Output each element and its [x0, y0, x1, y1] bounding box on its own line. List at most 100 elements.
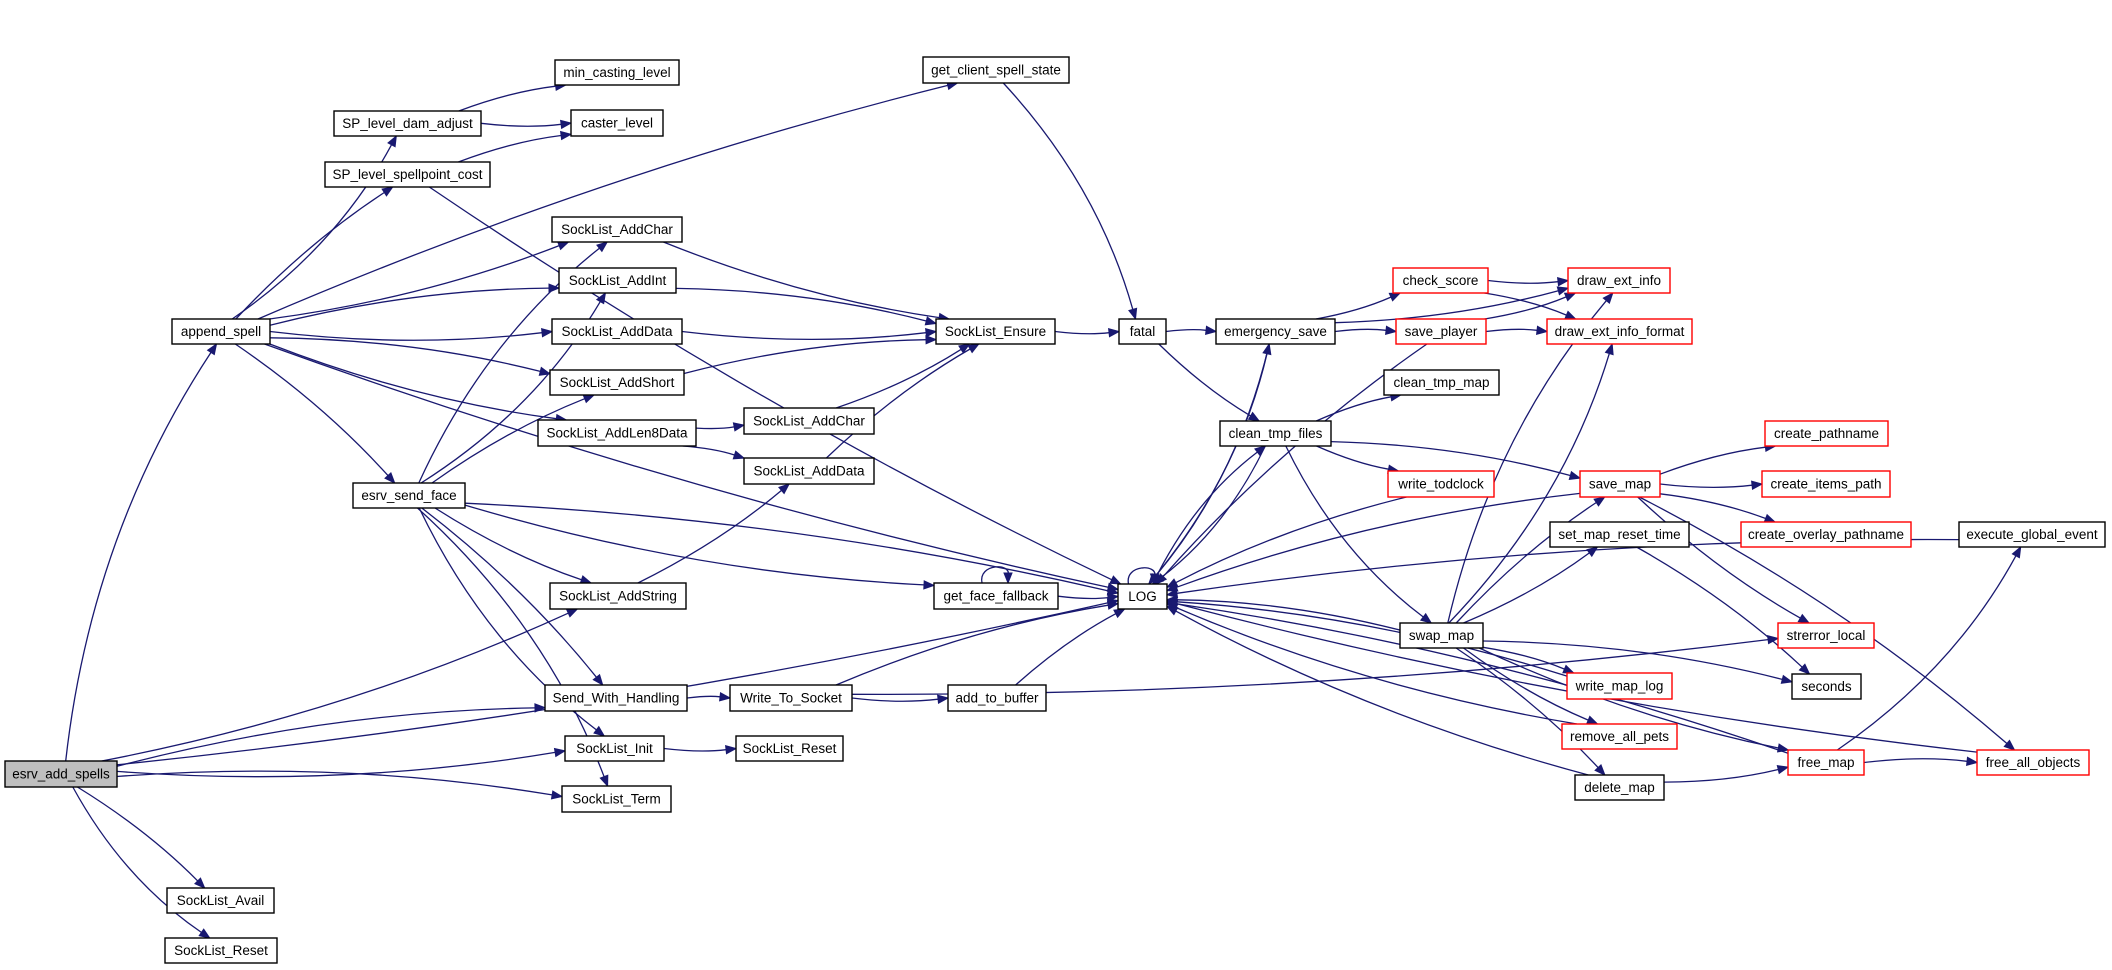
node-socklist-addstring[interactable]: SockList_AddString	[549, 582, 687, 610]
node-socklist-ensure[interactable]: SockList_Ensure	[935, 318, 1056, 345]
node-box[interactable]	[164, 937, 278, 964]
node-box[interactable]	[743, 457, 875, 485]
node-write-to-socket[interactable]: Write_To_Socket	[729, 684, 853, 712]
node-set-map-reset-time[interactable]: set_map_reset_time	[1549, 521, 1690, 548]
node-box[interactable]	[1579, 470, 1661, 498]
node-socklist-adddata-2[interactable]: SockList_AddData	[743, 457, 875, 485]
node-box[interactable]	[551, 216, 683, 243]
node-socklist-addlen8data[interactable]: SockList_AddLen8Data	[537, 419, 697, 447]
node-clean-tmp-files[interactable]: clean_tmp_files	[1219, 420, 1332, 447]
node-box[interactable]	[935, 318, 1056, 345]
node-box[interactable]	[551, 318, 683, 345]
node-get-client-spell-state[interactable]: get_client_spell_state	[922, 56, 1070, 84]
node-box[interactable]	[1117, 583, 1168, 610]
node-box[interactable]	[570, 109, 664, 137]
node-create-items-path[interactable]: create_items_path	[1761, 470, 1891, 498]
node-socklist-term[interactable]: SockList_Term	[561, 785, 672, 813]
node-box[interactable]	[558, 267, 677, 294]
node-free-all-objects[interactable]: free_all_objects	[1976, 749, 2090, 776]
node-sp-level-spellpoint-cost[interactable]: SP_level_spellpoint_cost	[324, 161, 491, 188]
node-draw-ext-info[interactable]: draw_ext_info	[1567, 267, 1671, 294]
node-send-with-handling[interactable]: Send_With_Handling	[544, 684, 688, 712]
node-box[interactable]	[1549, 521, 1690, 548]
node-box[interactable]	[324, 161, 491, 188]
node-box[interactable]	[333, 110, 482, 137]
node-box[interactable]	[1392, 267, 1489, 294]
node-box[interactable]	[1958, 521, 2106, 548]
node-box[interactable]	[735, 735, 844, 762]
node-box[interactable]	[1561, 723, 1678, 750]
node-box[interactable]	[1567, 267, 1671, 294]
node-box[interactable]	[1764, 420, 1889, 447]
node-box[interactable]	[166, 887, 275, 914]
node-create-pathname[interactable]: create_pathname	[1764, 420, 1889, 447]
node-box[interactable]	[171, 318, 271, 345]
node-write-todclock[interactable]: write_todclock	[1387, 470, 1495, 498]
node-socklist-addint[interactable]: SockList_AddInt	[558, 267, 677, 294]
node-box[interactable]	[1219, 420, 1332, 447]
node-box[interactable]	[1118, 318, 1167, 345]
node-box[interactable]	[1976, 749, 2090, 776]
node-emergency-save[interactable]: emergency_save	[1215, 318, 1336, 345]
node-socklist-addchar-2[interactable]: SockList_AddChar	[743, 407, 875, 435]
node-clean-tmp-map[interactable]: clean_tmp_map	[1383, 369, 1500, 396]
node-strerror-local[interactable]: strerror_local	[1777, 622, 1875, 649]
node-free-map[interactable]: free_map	[1787, 749, 1865, 776]
node-socklist-init[interactable]: SockList_Init	[564, 735, 665, 762]
node-box[interactable]	[549, 582, 687, 610]
node-draw-ext-info-format[interactable]: draw_ext_info_format	[1546, 318, 1693, 345]
node-esrv-send-face[interactable]: esrv_send_face	[352, 482, 466, 509]
node-box[interactable]	[743, 407, 875, 435]
node-box[interactable]	[544, 684, 688, 712]
node-socklist-avail[interactable]: SockList_Avail	[166, 887, 275, 914]
node-box[interactable]	[729, 684, 853, 712]
node-box[interactable]	[1574, 774, 1665, 801]
node-get-face-fallback[interactable]: get_face_fallback	[933, 582, 1059, 610]
node-log[interactable]: LOG	[1117, 583, 1168, 610]
node-check-score[interactable]: check_score	[1392, 267, 1489, 294]
node-box[interactable]	[537, 419, 697, 447]
node-remove-all-pets[interactable]: remove_all_pets	[1561, 723, 1678, 750]
node-save-map[interactable]: save_map	[1579, 470, 1661, 498]
node-append-spell[interactable]: append_spell	[171, 318, 271, 345]
node-create-overlay-pathname[interactable]: create_overlay_pathname	[1740, 521, 1912, 548]
node-box[interactable]	[1761, 470, 1891, 498]
node-box[interactable]	[933, 582, 1059, 610]
node-box[interactable]	[554, 59, 680, 86]
node-write-map-log[interactable]: write_map_log	[1566, 672, 1673, 700]
node-delete-map[interactable]: delete_map	[1574, 774, 1665, 801]
node-box[interactable]	[1777, 622, 1875, 649]
node-box[interactable]	[352, 482, 466, 509]
node-box[interactable]	[947, 684, 1047, 712]
node-socklist-adddata[interactable]: SockList_AddData	[551, 318, 683, 345]
node-min-casting-level[interactable]: min_casting_level	[554, 59, 680, 86]
node-add-to-buffer[interactable]: add_to_buffer	[947, 684, 1047, 712]
node-fatal[interactable]: fatal	[1118, 318, 1167, 345]
node-box[interactable]	[1215, 318, 1336, 345]
node-box[interactable]	[1387, 470, 1495, 498]
node-sp-level-dam-adjust[interactable]: SP_level_dam_adjust	[333, 110, 482, 137]
node-socklist-addshort[interactable]: SockList_AddShort	[549, 369, 685, 396]
node-caster-level[interactable]: caster_level	[570, 109, 664, 137]
node-box[interactable]	[1546, 318, 1693, 345]
node-swap-map[interactable]: swap_map	[1399, 622, 1484, 649]
node-box[interactable]	[1399, 622, 1484, 649]
node-box[interactable]	[1566, 672, 1673, 700]
node-box[interactable]	[561, 785, 672, 813]
node-esrv-add-spells[interactable]: esrv_add_spells	[4, 760, 118, 788]
node-socklist-reset[interactable]: SockList_Reset	[164, 937, 278, 964]
node-box[interactable]	[1395, 318, 1487, 345]
node-box[interactable]	[4, 760, 118, 788]
node-box[interactable]	[1740, 521, 1912, 548]
node-box[interactable]	[1791, 673, 1862, 700]
node-box[interactable]	[922, 56, 1070, 84]
node-box[interactable]	[1787, 749, 1865, 776]
node-box[interactable]	[549, 369, 685, 396]
node-save-player[interactable]: save_player	[1395, 318, 1487, 345]
node-socklist-addchar[interactable]: SockList_AddChar	[551, 216, 683, 243]
node-socklist-reset-2[interactable]: SockList_Reset	[735, 735, 844, 762]
node-execute-global-event[interactable]: execute_global_event	[1958, 521, 2106, 548]
node-box[interactable]	[564, 735, 665, 762]
node-box[interactable]	[1383, 369, 1500, 396]
node-seconds[interactable]: seconds	[1791, 673, 1862, 700]
